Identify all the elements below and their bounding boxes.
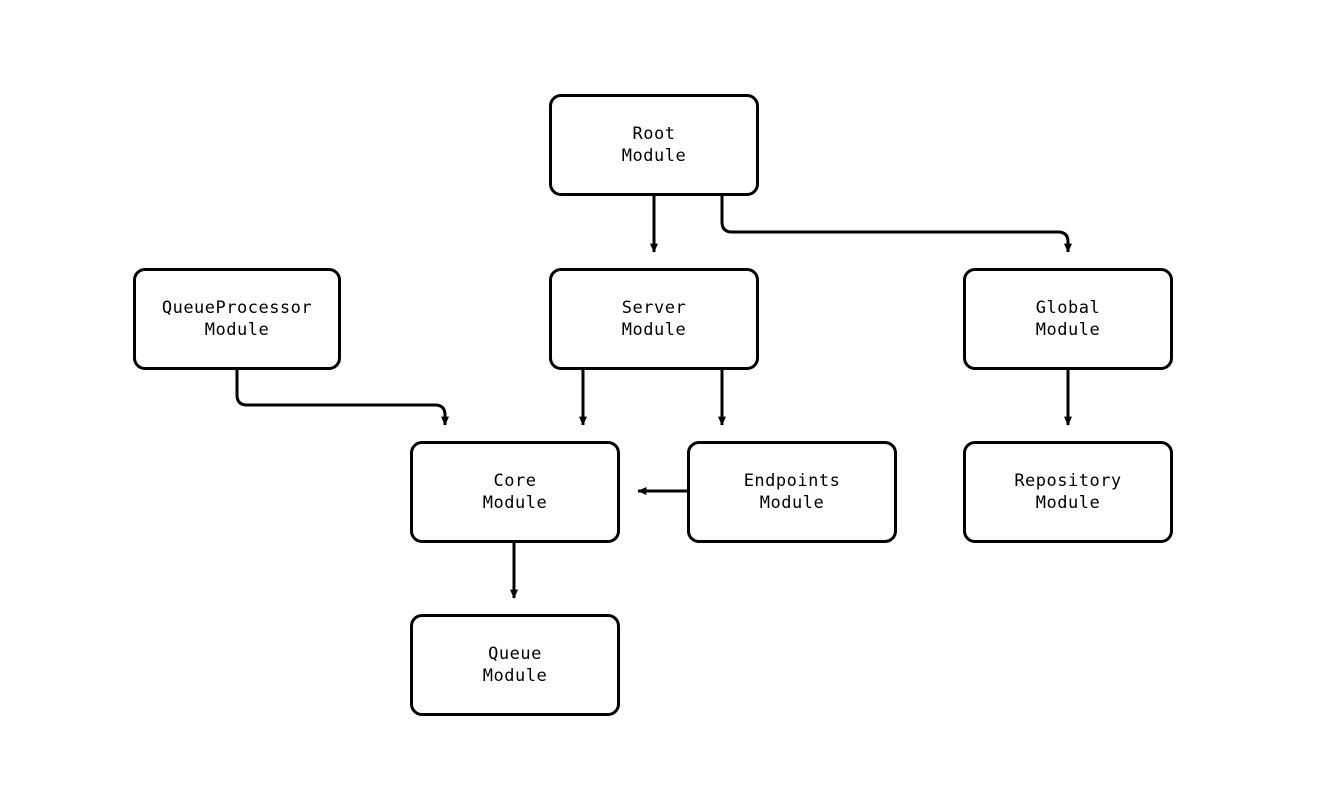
node-label-secondary: Module <box>1035 493 1101 513</box>
node-label-primary: Root <box>632 124 676 144</box>
node-label-primary: Server <box>621 298 687 318</box>
edges-group <box>235 196 1072 599</box>
node-label-primary: Endpoints <box>743 471 841 491</box>
node-label-secondary: Module <box>1035 320 1101 340</box>
node-label-secondary: Module <box>204 320 270 340</box>
node-label-primary: Queue <box>488 644 542 664</box>
node-label-secondary: Module <box>482 493 548 513</box>
node-label-primary: QueueProcessor <box>161 298 313 318</box>
node-label-secondary: Module <box>482 666 548 686</box>
node-label-secondary: Module <box>759 493 825 513</box>
node-label-primary: Global <box>1035 298 1101 318</box>
edge-queueprocessor-core <box>235 370 449 426</box>
edge-root-global <box>720 196 1072 253</box>
node-label-primary: Repository <box>1014 471 1122 491</box>
node-label-secondary: Module <box>621 146 687 166</box>
node-label-secondary: Module <box>621 320 687 340</box>
node-label-primary: Core <box>493 471 537 491</box>
